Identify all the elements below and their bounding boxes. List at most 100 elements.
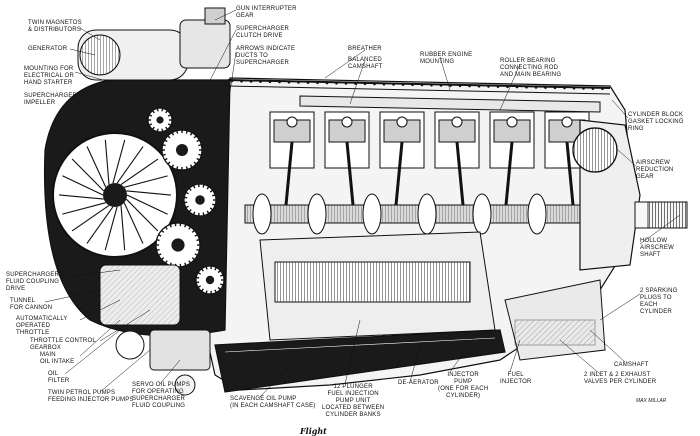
head-stud [363, 82, 367, 86]
label-airscrew-reduction-gear: AIRSCREW REDUCTION GEAR [636, 160, 674, 180]
impeller-hub [103, 183, 127, 207]
label-tunnel-for-cannon: TUNNEL FOR CANNON [10, 298, 53, 311]
head-stud [477, 84, 481, 88]
label-cylinder-block-locking-ring: CYLINDER BLOCK GASKET LOCKING RING [628, 112, 684, 132]
gear [161, 129, 203, 171]
head-stud [325, 81, 329, 85]
head-stud [420, 83, 424, 87]
head-stud [487, 85, 490, 88]
head-stud [515, 85, 519, 89]
label-breather: BREATHER [348, 46, 382, 52]
head-stud [335, 81, 338, 85]
head-stud [449, 84, 452, 87]
label-oil-filter: OIL FILTER [48, 371, 70, 384]
throttle-and-pumps-assembly [99, 264, 211, 396]
head-stud [468, 84, 471, 88]
impeller-vane [120, 158, 159, 186]
label-two-sparking-plugs: 2 SPARKING PLUGS TO EACH CYLINDER [640, 288, 678, 315]
label-arrows-air-ducts: ARROWS INDICATE DUCTS TO SUPERCHARGER [236, 46, 296, 66]
accessory-gear-train [147, 107, 225, 295]
label-fuel-injector: FUEL INJECTOR [500, 372, 532, 385]
gear [183, 183, 217, 217]
impeller-vane [71, 158, 105, 192]
head-stud [411, 83, 414, 87]
impeller-vane [124, 175, 168, 188]
gear [147, 107, 173, 133]
head-stud [382, 82, 386, 86]
head-stud [401, 83, 405, 86]
crank-web [252, 193, 272, 235]
head-stud [534, 86, 538, 89]
head-stud [354, 82, 357, 85]
label-twin-magnetos: TWIN MAGNETOS & DISTRIBUTORS [28, 20, 82, 33]
impeller-vane [62, 202, 106, 215]
cylinder [269, 111, 315, 206]
impeller-vane [125, 198, 159, 232]
head-stud [430, 83, 433, 87]
label-roller-bearing: ROLLER BEARING CONNECTING ROD AND MAIN B… [500, 58, 562, 78]
head-stud [240, 79, 243, 83]
head-stud [544, 86, 547, 89]
label-inlet-exhaust-valves: 2 INLET & 2 EXHAUST VALVES PER CYLINDER [584, 372, 657, 385]
label-scavenge-oil-pump: SCAVENGE OIL PUMP (IN EACH CAMSHAFT CASE… [230, 396, 316, 409]
impeller-vane [104, 206, 118, 251]
head-stud [259, 80, 262, 83]
crank-web [472, 193, 492, 235]
label-generator: GENERATOR [28, 46, 68, 52]
label-de-aerator: DE-AERATOR [398, 380, 439, 386]
head-stud [553, 86, 557, 90]
impeller-vane [120, 205, 126, 251]
head-stud [572, 86, 576, 90]
impeller-vane [126, 194, 168, 215]
oil-sump [214, 329, 506, 393]
head-stud [316, 81, 319, 85]
cylinder-head-studs [230, 79, 604, 91]
head-stud [439, 84, 443, 87]
impeller-vane [62, 175, 104, 196]
impeller-vane [126, 190, 172, 196]
supercharger-impeller [58, 139, 172, 251]
gear [155, 222, 201, 268]
impeller-vane [71, 204, 110, 232]
lower-cylinder-heads [504, 279, 606, 361]
artist-signature: MAX MILLAR [636, 398, 667, 404]
impeller-vane [58, 194, 104, 200]
fuel-injection-pump-unit [259, 231, 496, 341]
head-stud [373, 82, 376, 86]
head-stud [591, 87, 595, 90]
impeller-vane [86, 146, 107, 188]
cylinder [434, 111, 480, 206]
head-stud [306, 81, 310, 84]
hollow-airscrew-shaft [634, 201, 688, 229]
head-stud [268, 80, 272, 84]
airscrew-reduction-gear [572, 119, 641, 271]
label-main-oil-intake: MAIN OIL INTAKE [40, 352, 75, 365]
head-stud [563, 86, 566, 90]
cylinder [324, 111, 370, 206]
impeller-vane [86, 206, 114, 244]
cylinder [379, 111, 425, 206]
label-twin-petrol-pumps: TWIN PETROL PUMPS FEEDING INJECTOR PUMPS [48, 390, 134, 403]
crank-web [527, 193, 547, 235]
impeller-vane [104, 139, 110, 185]
head-stud [249, 80, 253, 83]
label-camshaft: CAMSHAFT [614, 362, 649, 368]
label-supercharger-clutch-drive: SUPERCHARGER CLUTCH DRIVE [236, 26, 290, 39]
label-leader-lines [44, 9, 681, 398]
head-stud [297, 81, 300, 84]
impeller-vane [123, 202, 144, 244]
head-stud [392, 83, 395, 86]
head-stud [278, 80, 281, 84]
flight-logo: Flight [300, 426, 327, 436]
head-stud [344, 82, 348, 85]
camshaft-cover [299, 95, 601, 113]
head-stud [506, 85, 509, 89]
label-mounting-starter: MOUNTING FOR ELECTRICAL OR HAND STARTER [24, 66, 75, 86]
head-stud [601, 87, 604, 91]
gear [195, 265, 225, 295]
label-throttle-control-gearbox: THROTTLE CONTROL GEARBOX [30, 338, 96, 351]
crank-web [307, 193, 327, 235]
magneto-housing [77, 7, 231, 81]
head-stud [582, 87, 585, 90]
